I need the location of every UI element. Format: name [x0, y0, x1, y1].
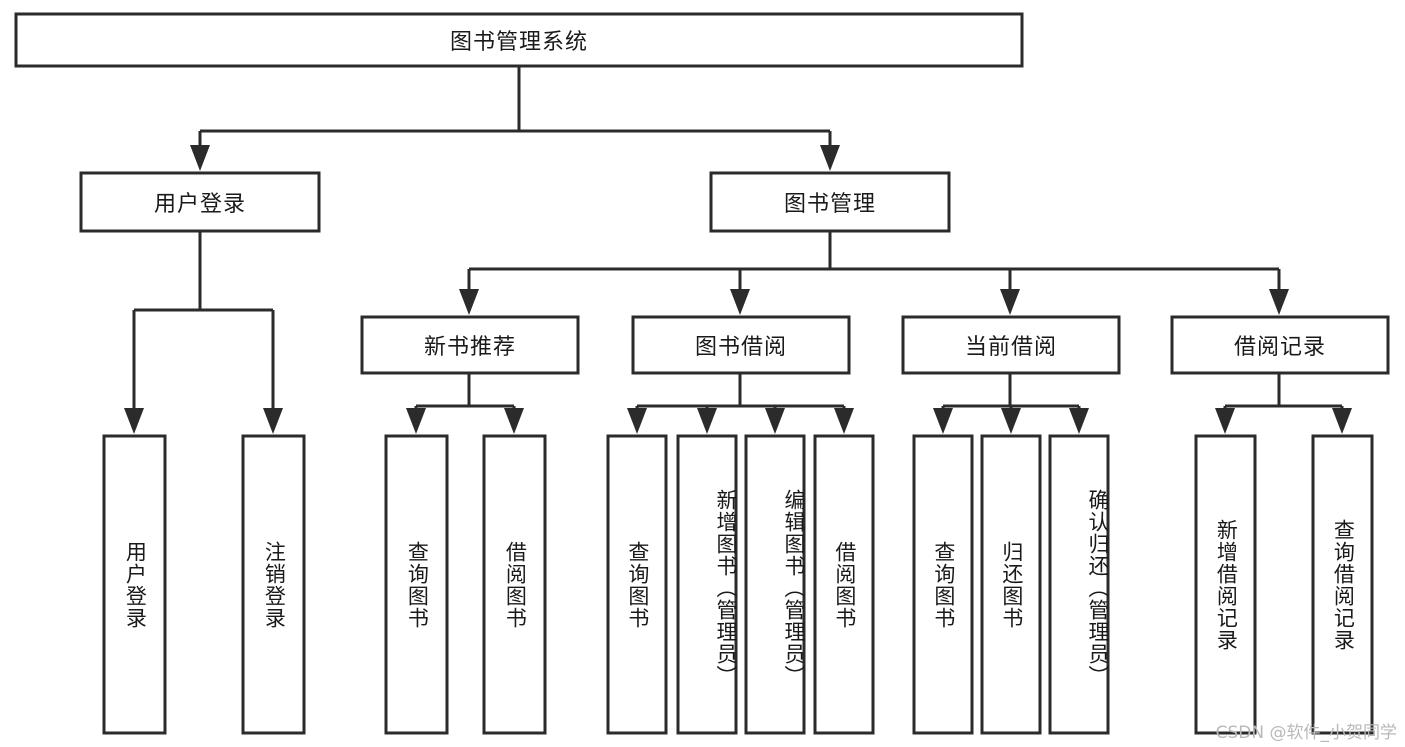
arrow-head-leaf-book-borrow-1	[627, 408, 647, 434]
node-box-root[interactable]	[14, 12, 1024, 68]
arrow-head-leaf-new-book-1	[406, 408, 426, 434]
arrow-head-current-borrow	[1000, 289, 1020, 315]
node-box-leaf-new-book-1[interactable]	[384, 434, 449, 735]
connector-user-login-to-leaves	[124, 231, 283, 434]
connector-new-book-to-leaves	[406, 373, 524, 434]
node-box-leaf-current-borrow-2[interactable]	[980, 434, 1042, 735]
node-box-leaf-user-login-1[interactable]	[102, 434, 167, 735]
arrow-head-leaf-new-book-2	[504, 408, 524, 434]
connector-book-management-to-level3	[459, 231, 1289, 315]
node-box-current-borrow[interactable]	[901, 315, 1121, 375]
node-box-book-borrow[interactable]	[631, 315, 851, 375]
arrow-head-leaf-current-borrow-1	[933, 408, 953, 434]
node-box-book-management[interactable]	[709, 171, 951, 233]
node-box-leaf-borrow-record-2[interactable]	[1311, 434, 1374, 735]
arrow-head-leaf-book-borrow-4	[834, 408, 854, 434]
arrow-head-leaf-current-borrow-2	[1001, 408, 1021, 434]
node-box-user-login[interactable]	[79, 171, 321, 233]
arrow-head-leaf-borrow-record-1	[1215, 408, 1235, 434]
arrow-head-leaf-book-borrow-2	[697, 408, 717, 434]
node-box-leaf-current-borrow-3[interactable]	[1048, 434, 1110, 735]
node-box-borrow-record[interactable]	[1170, 315, 1390, 375]
node-box-leaf-book-borrow-3[interactable]	[744, 434, 806, 735]
connector-borrow-record-to-leaves	[1215, 373, 1352, 434]
connector-root-to-level2	[190, 66, 840, 171]
node-box-leaf-current-borrow-1[interactable]	[912, 434, 974, 735]
node-box-leaf-user-login-2[interactable]	[241, 434, 306, 735]
arrow-head-user-login	[190, 145, 210, 171]
node-box-leaf-book-borrow-4[interactable]	[813, 434, 875, 735]
connector-book-borrow-to-leaves	[627, 373, 854, 434]
arrow-head-book-management	[820, 145, 840, 171]
arrow-head-leaf-book-borrow-3	[765, 408, 785, 434]
arrow-head-leaf-user-login-2	[263, 408, 283, 434]
node-box-leaf-new-book-2[interactable]	[482, 434, 547, 735]
arrow-head-book-borrow	[730, 289, 750, 315]
node-box-leaf-borrow-record-1[interactable]	[1194, 434, 1257, 735]
node-box-leaf-book-borrow-2[interactable]	[676, 434, 738, 735]
arrow-head-new-book-recommend	[459, 289, 479, 315]
arrow-head-leaf-current-borrow-3	[1069, 408, 1089, 434]
connector-current-borrow-to-leaves	[933, 373, 1089, 434]
arrow-head-leaf-user-login-1	[124, 408, 144, 434]
node-box-leaf-book-borrow-1[interactable]	[606, 434, 668, 735]
arrow-head-borrow-record	[1269, 289, 1289, 315]
arrow-head-leaf-borrow-record-2	[1332, 408, 1352, 434]
node-box-new-book-recommend[interactable]	[360, 315, 580, 375]
